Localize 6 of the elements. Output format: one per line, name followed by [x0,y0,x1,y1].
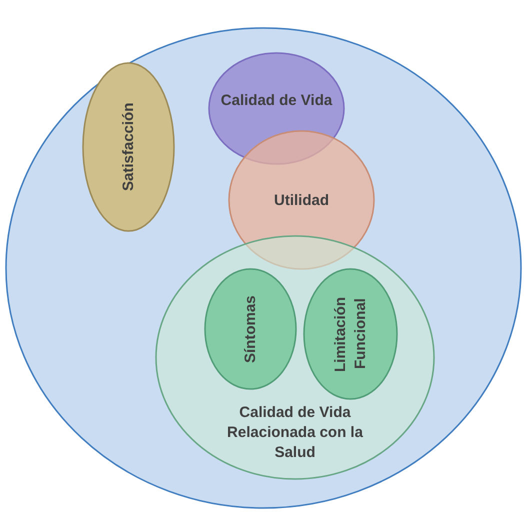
ellipse-label: Limitación Funcional [331,296,370,374]
ellipse-label: Calidad de Vida [220,91,334,111]
ellipse-label: Síntomas [241,294,260,365]
ellipse-label: Satisfacción [119,102,138,194]
ellipse-label: Calidad de Vida Relacionada con la Salud [226,403,364,463]
ellipse-label: Utilidad [273,191,330,211]
